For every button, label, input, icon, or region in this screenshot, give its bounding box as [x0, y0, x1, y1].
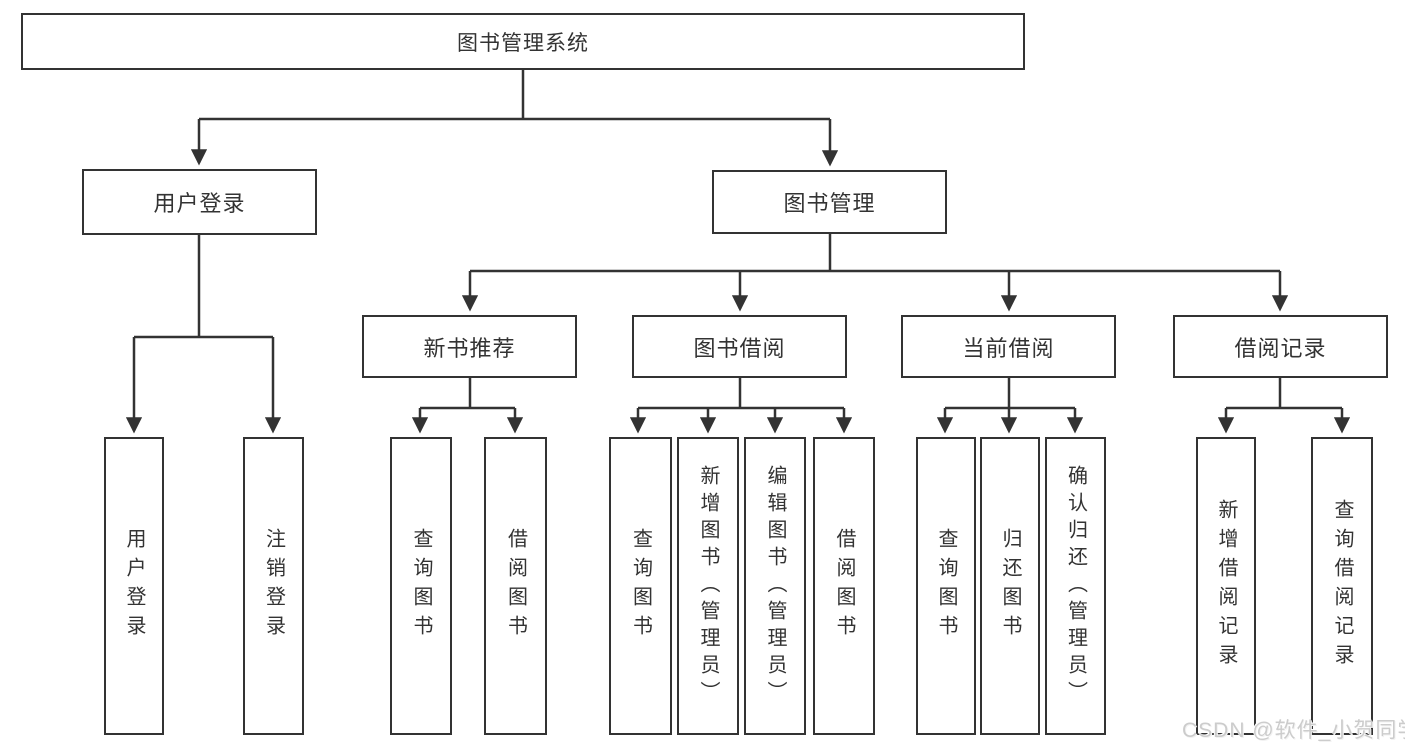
node-module-borrow-record: 借阅记录 [1173, 315, 1388, 378]
node-module-book-borrow: 图书借阅 [632, 315, 847, 378]
node-module-current-borrow: 当前借阅 [901, 315, 1116, 378]
leaf-add-borrow-record: 新增借阅记录 [1196, 437, 1256, 735]
leaf-logout: 注销登录 [243, 437, 304, 735]
leaf-borrow-query-book: 查询图书 [609, 437, 672, 735]
leaf-edit-book-admin: 编辑图书（管理员） [744, 437, 806, 735]
leaf-return-book: 归还图书 [980, 437, 1040, 735]
leaf-current-query-book: 查询图书 [916, 437, 976, 735]
node-user-login: 用户登录 [82, 169, 317, 235]
leaf-recommend-query-book: 查询图书 [390, 437, 452, 735]
leaf-confirm-return-admin: 确认归还（管理员） [1045, 437, 1106, 735]
leaf-query-borrow-record: 查询借阅记录 [1311, 437, 1373, 735]
node-book-management: 图书管理 [712, 170, 947, 234]
leaf-add-book-admin: 新增图书（管理员） [677, 437, 739, 735]
watermark: CSDN @软件_小贺同学 [1182, 719, 1405, 742]
leaf-borrow-book: 借阅图书 [813, 437, 875, 735]
leaf-recommend-borrow-book: 借阅图书 [484, 437, 547, 735]
node-module-new-book-recommend: 新书推荐 [362, 315, 577, 378]
leaf-user-login: 用户登录 [104, 437, 164, 735]
node-root: 图书管理系统 [21, 13, 1025, 70]
